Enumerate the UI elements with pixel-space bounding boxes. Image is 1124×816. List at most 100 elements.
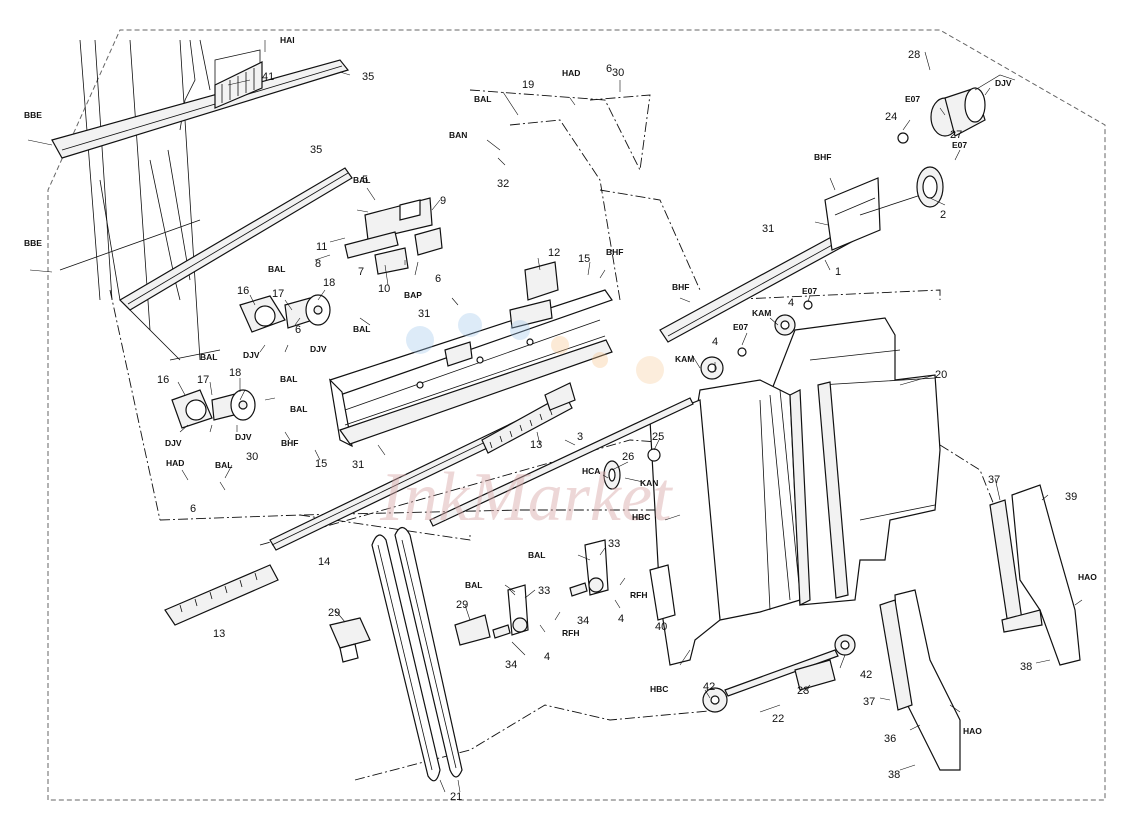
watermark: InkMarket xyxy=(379,313,673,536)
part-label: 41 xyxy=(262,71,274,83)
part-label: 7 xyxy=(358,266,364,278)
gear-2 xyxy=(916,166,944,208)
part-label: 30 xyxy=(612,67,624,79)
fastener-label: BAL xyxy=(280,374,297,384)
bracket-assembly-5 xyxy=(344,197,443,275)
diagram-border xyxy=(47,29,1106,801)
part-label: 13 xyxy=(213,628,225,640)
fastener-label: HAD xyxy=(562,68,580,78)
fastener-label: RFH xyxy=(562,628,579,638)
fastener-label: E07 xyxy=(802,286,817,296)
tension-pulley-29-left xyxy=(329,617,371,663)
fastener-label: BAP xyxy=(404,290,422,300)
part-label: 6 xyxy=(606,63,612,75)
rack-13-lower xyxy=(164,564,279,626)
cable-guide-41 xyxy=(214,61,263,109)
part-number-labels: 1 2 3 4 4 4 4 5 6 6 6 6 7 8 9 10 11 12 1… xyxy=(157,49,1077,803)
fastener-label: BAN xyxy=(449,130,467,140)
part-label: 37 xyxy=(863,696,875,708)
bushing-24 xyxy=(897,132,909,144)
part-label: 36 xyxy=(884,733,896,745)
part-label: 40 xyxy=(655,621,667,633)
pulley-bracket-33-right xyxy=(584,539,609,596)
fastener-label: BAL xyxy=(200,352,217,362)
part-label: 5 xyxy=(362,174,368,186)
fastener-label: BHF xyxy=(281,438,298,448)
part-label: 33 xyxy=(538,585,550,597)
part-label: 15 xyxy=(578,253,590,265)
belt-21-b xyxy=(394,526,463,778)
part-label: 34 xyxy=(505,659,517,671)
part-label: 16 xyxy=(157,374,169,386)
fastener-label: BAL xyxy=(268,264,285,274)
motor-bracket-right xyxy=(824,177,881,251)
fastener-label: BBE xyxy=(24,110,42,120)
shaft-22 xyxy=(724,649,839,697)
fastener-label: HBC xyxy=(632,512,650,522)
part-label: 27 xyxy=(950,129,962,141)
part-label: 30 xyxy=(246,451,258,463)
fastener-label: DJV xyxy=(165,438,182,448)
part-label: 33 xyxy=(608,538,620,550)
part-label: 23 xyxy=(797,685,809,697)
side-plate-39 xyxy=(1011,484,1081,666)
part-label: 42 xyxy=(860,669,872,681)
motor-16-upper xyxy=(239,294,331,333)
fastener-label: BHF xyxy=(606,247,623,257)
fastener-label: DJV xyxy=(995,78,1012,88)
part-label: 21 xyxy=(450,791,462,803)
part-label: 22 xyxy=(772,713,784,725)
watermark-text: InkMarket xyxy=(379,459,673,536)
fastener-label: DJV xyxy=(243,350,260,360)
fastener-label: BAL xyxy=(290,404,307,414)
part-label: 6 xyxy=(295,324,301,336)
part-label: 32 xyxy=(497,178,509,190)
part-label: 17 xyxy=(197,374,209,386)
part-label: 19 xyxy=(522,79,534,91)
fastener-label: BAL xyxy=(528,550,545,560)
part-label: 18 xyxy=(323,277,335,289)
motor-27 xyxy=(930,87,986,137)
fastener-label: BAL xyxy=(353,175,370,185)
fastener-label: E07 xyxy=(905,94,920,104)
roller-23 xyxy=(794,659,836,691)
part-label: 34 xyxy=(577,615,589,627)
part-label: 14 xyxy=(318,556,330,568)
part-label: 15 xyxy=(315,458,327,470)
fastener-label: BAL xyxy=(474,94,491,104)
pin-34-right xyxy=(569,582,588,597)
part-label: 25 xyxy=(652,431,664,443)
part-label: 24 xyxy=(885,111,897,123)
washer-25 xyxy=(647,448,661,462)
rail-35-lower xyxy=(119,167,353,311)
part-label: 42 xyxy=(703,681,715,693)
carriage-plate-12 xyxy=(329,261,613,448)
fastener-label: HAO xyxy=(963,726,982,736)
part-label: 4 xyxy=(788,297,794,309)
part-label: 35 xyxy=(310,144,322,156)
part-label: 29 xyxy=(456,599,468,611)
fastener-label: KAM xyxy=(675,354,694,364)
part-label: 29 xyxy=(328,607,340,619)
fastener-code-labels: HAI BBE BBE BAL BAL BAL BAL BAL BAL BAL … xyxy=(24,35,1097,736)
pulley-4-upper xyxy=(774,314,796,336)
part-label: 4 xyxy=(544,651,550,663)
fastener-label: BHF xyxy=(814,152,831,162)
part-label: 16 xyxy=(237,285,249,297)
part-label: 37 xyxy=(988,474,1000,486)
belt-21-a xyxy=(371,534,441,782)
part-label: 6 xyxy=(435,273,441,285)
shaft-3 xyxy=(429,397,694,527)
part-label: 11 xyxy=(316,241,327,253)
fastener-label: E07 xyxy=(952,140,967,150)
pulley-bracket-33-left xyxy=(507,584,529,636)
fastener-label: HAO xyxy=(1078,572,1097,582)
part-label: 1 xyxy=(835,266,841,278)
part-label: 26 xyxy=(622,451,634,463)
part-label: 17 xyxy=(272,288,284,300)
fastener-label: BAL xyxy=(215,460,232,470)
part-label: 8 xyxy=(315,258,321,270)
strip-37-lower xyxy=(879,599,913,711)
part-label: 4 xyxy=(618,613,624,625)
